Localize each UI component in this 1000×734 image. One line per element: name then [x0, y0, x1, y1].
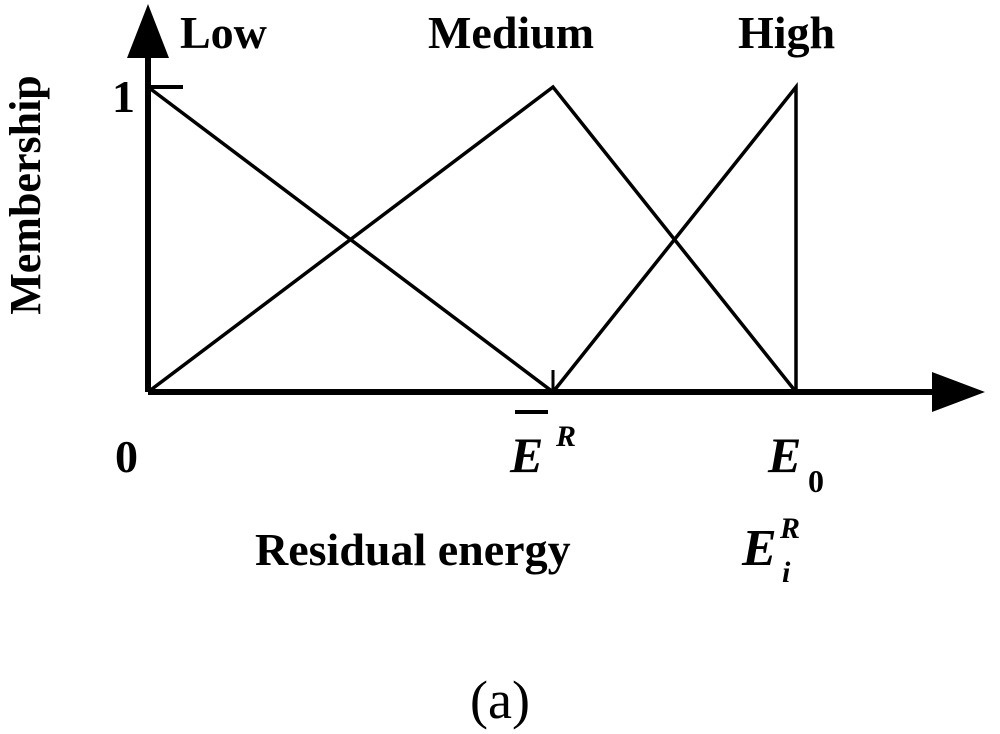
series-label-high: High — [738, 7, 835, 58]
series-line-high — [551, 81, 798, 394]
x-tick-ebar-sup: R — [555, 420, 576, 453]
series-label-low: Low — [180, 7, 267, 58]
series-line-medium — [146, 84, 798, 394]
x-tick-label-e0: E 0 — [767, 427, 824, 499]
x-tick-label-0: 0 — [115, 431, 138, 482]
axes — [127, 4, 985, 412]
x-axis-label-text: Residual energy — [255, 524, 571, 575]
x-axis-symbol-base: E — [741, 520, 777, 577]
y-tick-label-1: 1 — [112, 71, 135, 122]
y-axis-label: Membership — [1, 75, 50, 315]
figure-caption: (a) — [470, 670, 530, 730]
x-tick-ebar-base: E — [509, 427, 543, 483]
x-axis-arrow — [932, 372, 985, 412]
x-tick-e0-sub: 0 — [808, 463, 824, 499]
x-tick-e0-base: E — [767, 427, 801, 483]
x-tick-label-ebar: E R — [509, 410, 576, 483]
x-axis-label: Residual energy E R i — [255, 512, 800, 589]
series-group — [146, 81, 798, 394]
y-axis-arrow — [127, 4, 169, 58]
series-label-medium: Medium — [428, 7, 594, 58]
x-axis-symbol-sub: i — [782, 556, 791, 589]
x-axis-symbol-sup: R — [779, 512, 800, 545]
